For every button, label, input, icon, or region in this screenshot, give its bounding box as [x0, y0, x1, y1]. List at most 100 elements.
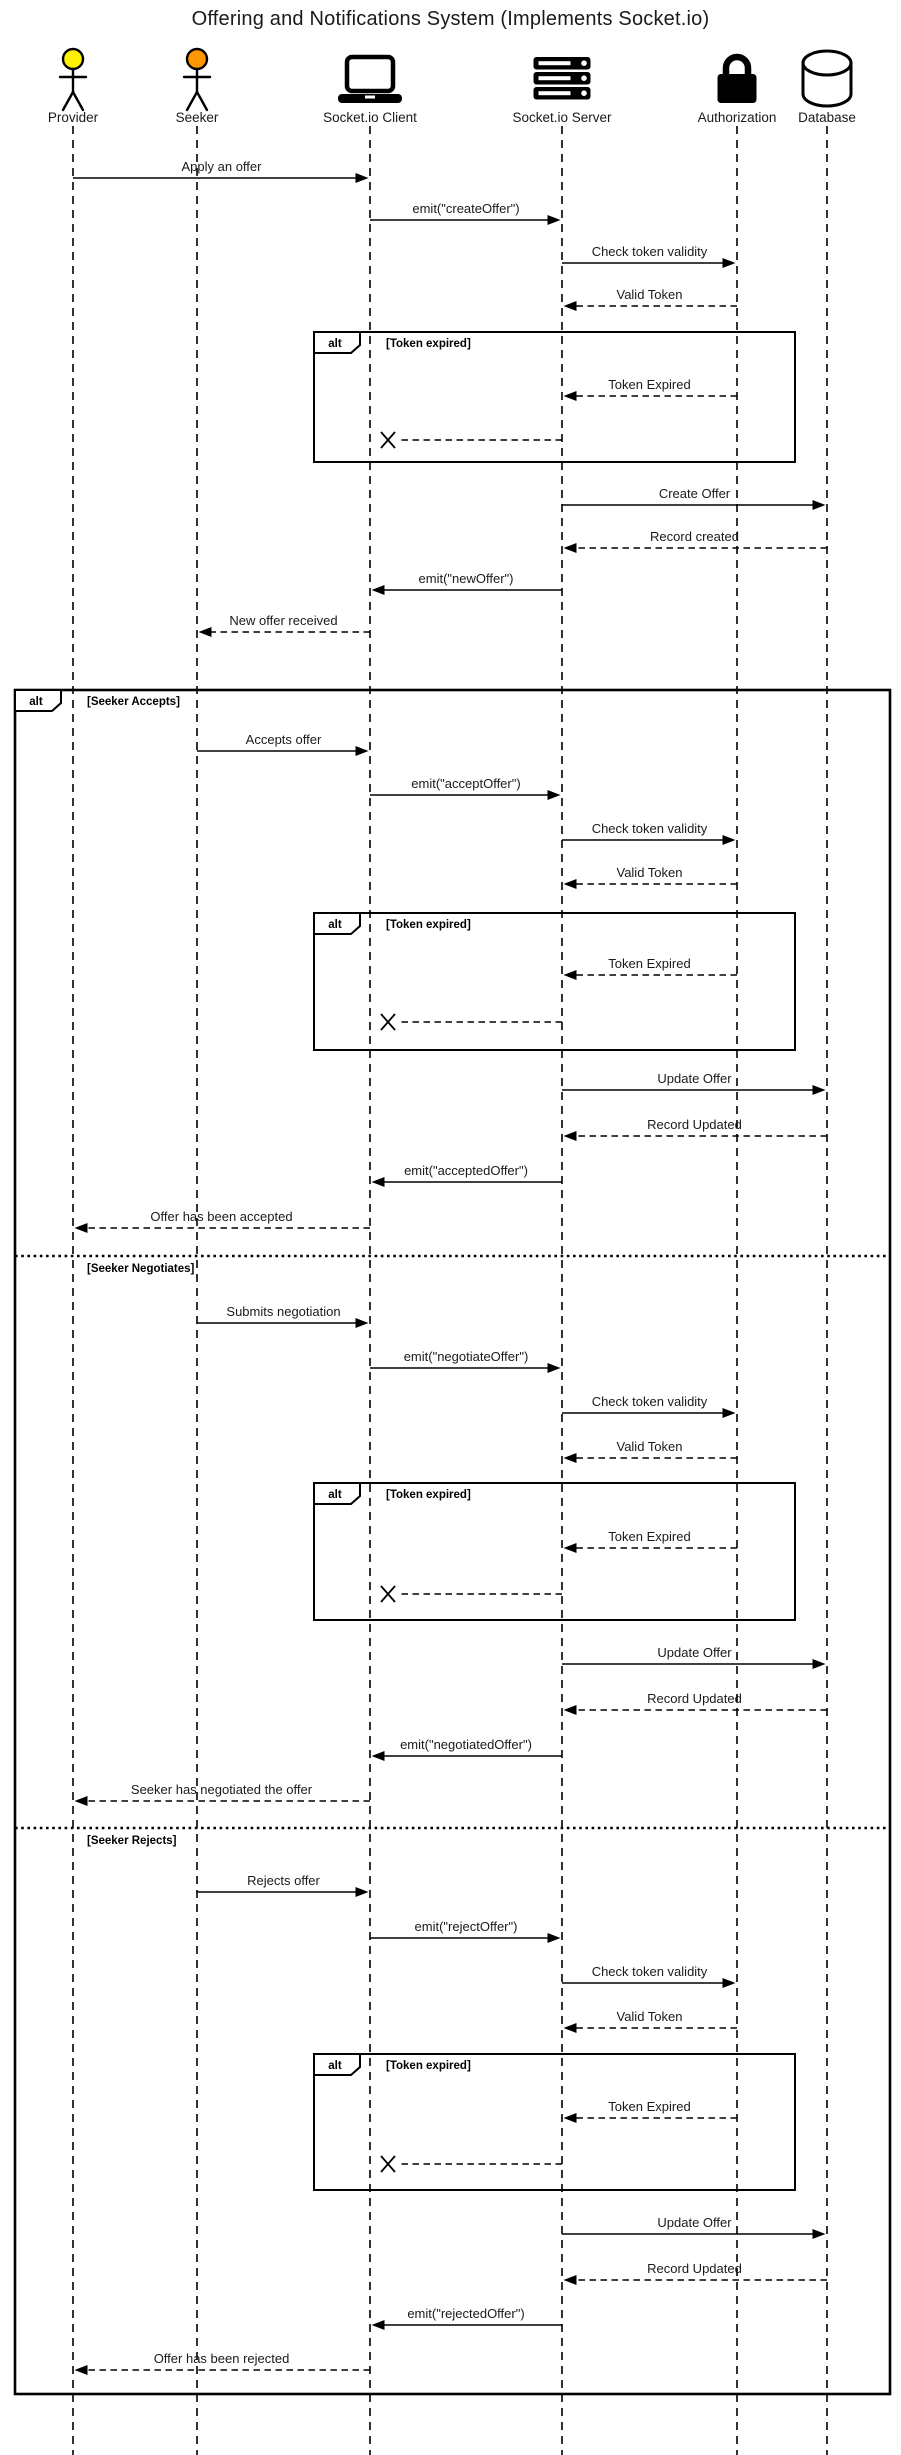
arrowhead-icon: [355, 1318, 369, 1328]
message-apply-an-offer: Apply an offer: [73, 159, 369, 183]
message-label: emit("rejectOffer"): [415, 1919, 518, 1934]
arrowhead-icon: [563, 301, 577, 311]
message-submits-negotiation: Submits negotiation: [197, 1304, 369, 1328]
alt-frame-5-token-expired: alt[Token expired]: [313, 2053, 796, 2191]
arrowhead-icon: [547, 1933, 561, 1943]
actor-icon: [58, 47, 88, 112]
participant-label-auth: Authorization: [698, 110, 777, 125]
message-record-created: Record created: [563, 529, 827, 553]
message-check-token-validity: Check token validity: [562, 244, 736, 268]
lost-message-x-icon: [380, 431, 396, 449]
message-label: Update Offer: [657, 1071, 732, 1086]
arrowhead-icon: [563, 970, 577, 980]
message-valid-token: Valid Token: [563, 2009, 737, 2033]
alt-operator-pentagon: [313, 331, 361, 354]
message-offer-has-been-rejected: Offer has been rejected: [74, 2351, 370, 2375]
arrowhead-icon: [812, 1085, 826, 1095]
message-emit-newoffer: emit("newOffer"): [371, 571, 562, 595]
message-label: Check token validity: [592, 1964, 708, 1979]
message-label: emit("rejectedOffer"): [407, 2306, 524, 2321]
message-valid-token: Valid Token: [563, 1439, 737, 1463]
message-label: Token Expired: [608, 956, 690, 971]
arrowhead-icon: [563, 1543, 577, 1553]
arrowhead-icon: [722, 835, 736, 845]
alt-guard-label: [Seeker Accepts]: [87, 696, 180, 708]
arrowhead-icon: [812, 1659, 826, 1669]
message-label: Valid Token: [616, 287, 682, 302]
message-label: Token Expired: [608, 377, 690, 392]
arrowhead-icon: [563, 1453, 577, 1463]
message-label: emit("newOffer"): [419, 571, 514, 586]
message-label: Rejects offer: [247, 1873, 320, 1888]
alt-frame-border: [313, 912, 796, 1051]
participant-auth: Authorization: [698, 53, 777, 125]
message-label: emit("createOffer"): [412, 201, 519, 216]
message-label: Create Offer: [659, 486, 731, 501]
alt-operator-pentagon: [313, 1482, 361, 1505]
arrowhead-icon: [371, 1751, 385, 1761]
arrowhead-icon: [563, 1705, 577, 1715]
alt-frame-border: [313, 331, 796, 463]
arrowhead-icon: [563, 1131, 577, 1141]
alt-operator-label: alt: [29, 696, 43, 708]
arrowhead-icon: [74, 1223, 88, 1233]
diagram-title: Offering and Notifications System (Imple…: [191, 8, 710, 30]
message-label: Record created: [650, 529, 739, 544]
arrowhead-icon: [198, 627, 212, 637]
arrowhead-icon: [371, 585, 385, 595]
database-icon: [801, 49, 853, 108]
arrowhead-icon: [722, 258, 736, 268]
message-label: Update Offer: [657, 2215, 732, 2230]
arrowhead-icon: [371, 2320, 385, 2330]
message-new-offer-received: New offer received: [198, 613, 370, 637]
message-label: Offer has been rejected: [154, 2351, 290, 2366]
alt-operator-pentagon: [313, 912, 361, 935]
participant-label-seeker: Seeker: [176, 110, 219, 125]
message-label: Accepts offer: [246, 732, 322, 747]
message-update-offer: Update Offer: [562, 1071, 826, 1095]
message-label: emit("acceptedOffer"): [404, 1163, 528, 1178]
message-valid-token: Valid Token: [563, 865, 737, 889]
message-label: Valid Token: [616, 865, 682, 880]
message-emit-negotiateoffer: emit("negotiateOffer"): [370, 1349, 561, 1373]
arrowhead-icon: [74, 2365, 88, 2375]
participant-label-client: Socket.io Client: [323, 110, 417, 125]
message-label: Check token validity: [592, 244, 708, 259]
participant-provider: Provider: [48, 47, 99, 125]
message-label: Seeker has negotiated the offer: [131, 1782, 313, 1797]
arrowhead-icon: [563, 2113, 577, 2123]
message-label: emit("acceptOffer"): [411, 776, 520, 791]
message-lost: [380, 1585, 562, 1603]
lost-message-x-icon: [380, 1013, 396, 1031]
alt-guard-label: [Token expired]: [386, 919, 471, 931]
message-label: Submits negotiation: [226, 1304, 340, 1319]
alt-frame-border: [313, 1482, 796, 1621]
message-label: Token Expired: [608, 2099, 690, 2114]
arrowhead-icon: [563, 879, 577, 889]
message-emit-acceptoffer: emit("acceptOffer"): [370, 776, 561, 800]
message-token-expired: Token Expired: [563, 956, 737, 980]
message-label: Record Updated: [647, 1691, 742, 1706]
message-check-token-validity: Check token validity: [562, 1964, 736, 1988]
alt-guard-label: [Token expired]: [386, 338, 471, 350]
alt-operator-pentagon: [313, 2053, 361, 2076]
alt-frame-4-token-expired: alt[Token expired]: [313, 1482, 796, 1621]
arrowhead-icon: [563, 2023, 577, 2033]
arrowhead-icon: [563, 391, 577, 401]
message-label: Record Updated: [647, 2261, 742, 2276]
message-create-offer: Create Offer: [562, 486, 826, 510]
laptop-icon: [338, 54, 402, 103]
alt-guard-label: [Token expired]: [386, 2060, 471, 2072]
message-record-updated: Record Updated: [563, 1117, 827, 1141]
participant-client: Socket.io Client: [323, 54, 417, 125]
message-label: Update Offer: [657, 1645, 732, 1660]
arrowhead-icon: [547, 790, 561, 800]
arrowhead-icon: [74, 1796, 88, 1806]
alt-frame-3-token-expired: alt[Token expired]: [313, 912, 796, 1051]
message-label: Check token validity: [592, 821, 708, 836]
arrowhead-icon: [355, 173, 369, 183]
message-check-token-validity: Check token validity: [562, 1394, 736, 1418]
participant-label-server: Socket.io Server: [512, 110, 612, 125]
message-offer-has-been-accepted: Offer has been accepted: [74, 1209, 370, 1233]
alt-frame-border: [313, 2053, 796, 2191]
